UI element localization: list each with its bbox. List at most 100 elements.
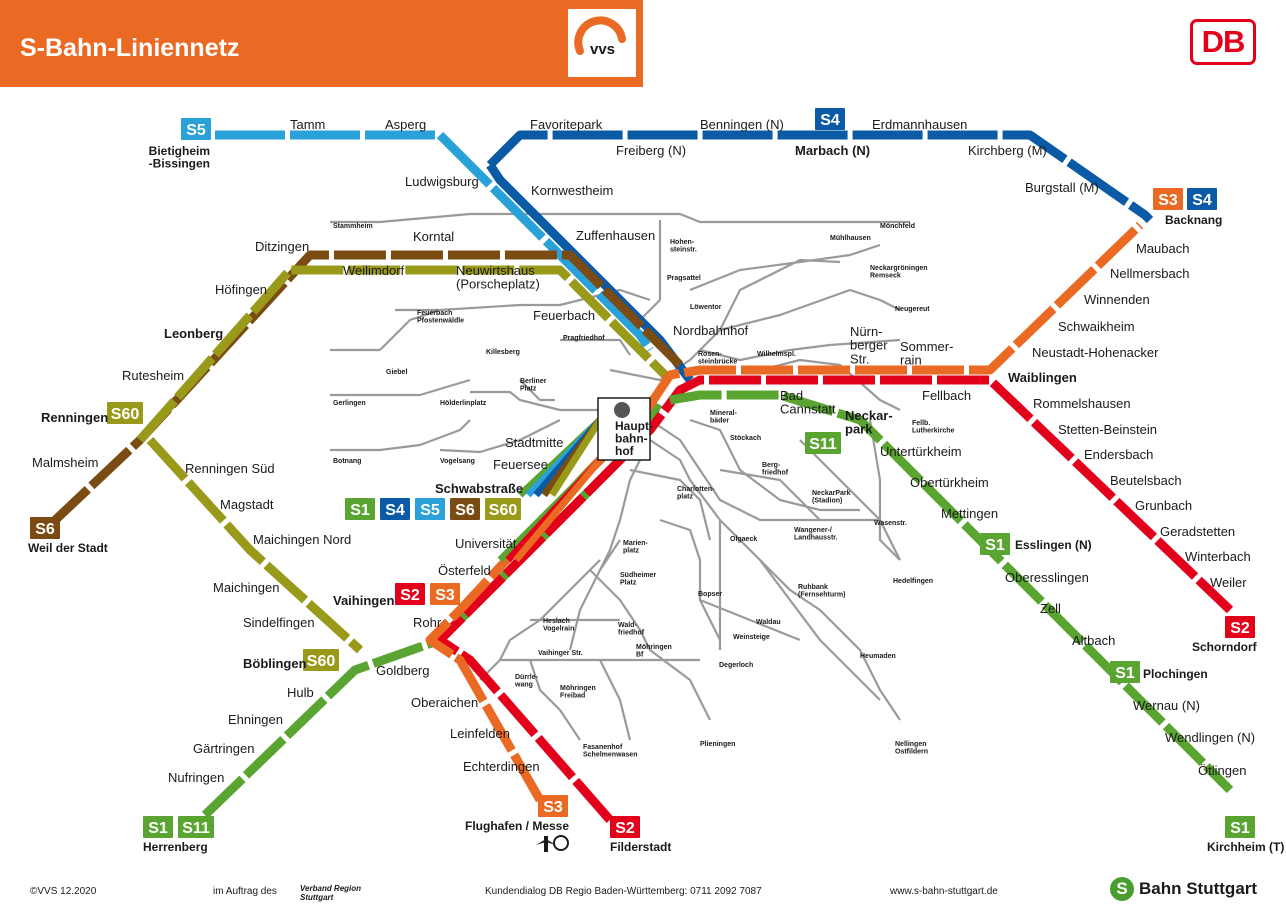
station-label-altbach: Altbach — [1072, 633, 1115, 648]
station-label-hulb: Hulb — [287, 685, 314, 700]
svg-text:S2: S2 — [1230, 620, 1250, 637]
station-label-untertuerkheim: Untertürkheim — [880, 444, 962, 459]
station-label-sommerrain: Sommer-rain — [900, 339, 953, 368]
station-label-freiberg: Freiberg (N) — [616, 143, 686, 158]
ubahn-line-30 — [699, 598, 801, 642]
station-label-pragsattel: Pragsattel — [667, 275, 701, 282]
svg-text:S1: S1 — [985, 537, 1005, 554]
station-label-filderstadt: Filderstadt — [610, 840, 671, 854]
station-label-maichingen: Maichingen — [213, 580, 280, 595]
station-label-hauptbahnhof: Haupt-bahn-hof — [615, 419, 653, 458]
svg-text:S3: S3 — [1158, 192, 1178, 209]
station-label-boeblingen: Böblingen — [243, 656, 307, 671]
ubahn-line-32 — [799, 439, 901, 561]
badge-s4-marbach: S4 — [815, 108, 845, 130]
station-label-asperg: Asperg — [385, 117, 426, 132]
station-label-hoelderlinplatz: Hölderlinplatz — [440, 400, 487, 407]
station-label-goldberg: Goldberg — [376, 663, 429, 678]
station-label-fellbach-lutherkirche: Fellb.Lutherkirche — [912, 420, 955, 434]
station-label-duerrlewang: Dürrle-wang — [514, 674, 539, 688]
ubahn-line-21 — [629, 468, 712, 541]
station-label-mettingen: Mettingen — [941, 506, 998, 521]
ubahn-line-19 — [599, 459, 641, 571]
station-label-stoeckach: Stöckach — [730, 435, 761, 442]
station-label-hedelfingen: Hedelfingen — [893, 578, 933, 585]
station-label-wernau: Wernau (N) — [1133, 698, 1200, 713]
station-label-stadtmitte: Stadtmitte — [505, 435, 564, 450]
badge-s1-schwab: S1 — [345, 498, 375, 520]
station-label-gaertringen: Gärtringen — [193, 741, 254, 756]
svg-text:S3: S3 — [543, 799, 563, 816]
station-label-burgstall: Burgstall (M) — [1025, 180, 1099, 195]
svg-text:S60: S60 — [489, 502, 518, 519]
badge-s3-backnang: S3 — [1153, 188, 1183, 210]
svg-text:S6: S6 — [35, 521, 55, 538]
station-label-grunbach: Grunbach — [1135, 498, 1192, 513]
sbahn-lines — [46, 130, 1234, 823]
ubahn-line-12 — [689, 243, 881, 292]
station-label-korntal: Korntal — [413, 229, 454, 244]
station-label-muehlhausen: Mühlhausen — [830, 235, 871, 242]
vvs-logo: vvs — [568, 9, 636, 77]
station-label-nellmersbach: Nellmersbach — [1110, 266, 1189, 281]
ubahn-line-13 — [719, 288, 901, 332]
station-label-kirchberg: Kirchberg (M) — [968, 143, 1047, 158]
badge-s4-backnang: S4 — [1187, 188, 1217, 210]
svg-text:S2: S2 — [400, 587, 420, 604]
station-label-maichingen-nord: Maichingen Nord — [253, 532, 351, 547]
station-label-fellbach: Fellbach — [922, 388, 971, 403]
badge-s1-herrenberg: S1 — [143, 816, 173, 838]
station-label-endersbach: Endersbach — [1084, 447, 1153, 462]
svg-text:S60: S60 — [111, 406, 140, 423]
station-label-neustadt-hohenacker: Neustadt-Hohenacker — [1032, 345, 1159, 360]
s60-line — [136, 265, 674, 443]
badge-s4-schwab: S4 — [380, 498, 410, 520]
station-label-bergfriedhof: Berg-friedhof — [762, 462, 789, 476]
svg-text:S4: S4 — [1192, 192, 1212, 209]
station-label-flughafen: Flughafen / Messe — [465, 819, 569, 833]
ubahn-line-6 — [470, 390, 600, 412]
airport-icon — [536, 836, 556, 852]
station-label-rosensteinbruecke: Rosen-steinbrücke — [698, 351, 737, 365]
station-label-malmsheim: Malmsheim — [32, 455, 98, 470]
badge-s2-vaihingen: S2 — [395, 583, 425, 605]
ubahn-line-15 — [759, 358, 901, 411]
svg-text:S3: S3 — [435, 587, 455, 604]
auftrag-text: im Auftrag des — [213, 886, 277, 897]
station-label-oberaichen: Oberaichen — [411, 695, 478, 710]
station-label-mineralbaeder: Mineral-bäder — [710, 410, 738, 424]
s6-line — [46, 250, 684, 529]
station-label-wendlingen: Wendlingen (N) — [1165, 730, 1255, 745]
ubahn-line-31 — [759, 559, 881, 701]
station-label-kirchheim: Kirchheim (T) — [1207, 840, 1284, 854]
station-label-benningen: Benningen (N) — [700, 117, 784, 132]
ubahn-line-23 — [568, 539, 621, 651]
station-label-herrenberg: Herrenberg — [143, 840, 208, 854]
station-label-wilhelmspl: Wilhelmspl. — [757, 351, 796, 358]
station-label-beutelsbach: Beutelsbach — [1110, 473, 1182, 488]
trunk-south-2 — [513, 457, 603, 563]
ubahn-line-1 — [639, 220, 662, 321]
station-label-nordbahnhof: Nordbahnhof — [673, 323, 749, 338]
ubahn-line-27 — [599, 659, 632, 741]
ubahn-line-0 — [330, 212, 910, 224]
station-label-degerloch: Degerloch — [719, 662, 753, 669]
station-label-renningen: Renningen — [41, 410, 108, 425]
badge-s60-boeblingen: S60 — [303, 649, 339, 671]
station-label-waldfriedhof: Wald-friedhof — [618, 622, 645, 636]
ubahn-line-14 — [699, 338, 901, 362]
station-label-leinfelden: Leinfelden — [450, 726, 510, 741]
station-label-zell: Zell — [1040, 601, 1061, 616]
trunk-line-4 — [549, 418, 603, 497]
website-link[interactable]: www.s-bahn-stuttgart.de — [890, 886, 998, 897]
badge-s2-schorndorf: S2 — [1225, 616, 1255, 638]
ubahn-line-17 — [649, 419, 880, 522]
station-label-ehningen: Ehningen — [228, 712, 283, 727]
badge-s6-weil: S6 — [30, 517, 60, 539]
